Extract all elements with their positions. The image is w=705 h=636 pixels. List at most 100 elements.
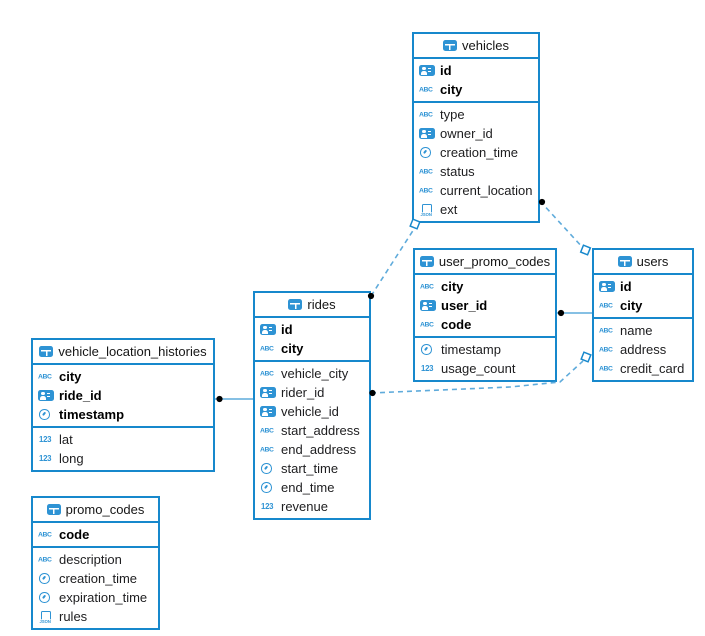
primary-key-section: code: [33, 523, 158, 546]
table-icon: [288, 299, 303, 310]
text-icon: [419, 185, 435, 197]
json-icon: [38, 610, 54, 623]
field-label: id: [281, 321, 293, 337]
field-label: address: [620, 341, 667, 357]
table-header[interactable]: users: [594, 250, 692, 275]
fields-section: timestamp usage_count: [415, 336, 555, 380]
field-row[interactable]: credit_card: [594, 359, 692, 378]
timestamp-icon: [38, 573, 54, 585]
field-row[interactable]: ext: [414, 200, 538, 219]
text-icon: [419, 84, 435, 96]
timestamp-icon: [38, 592, 54, 604]
primary-key-section: city user_id code: [415, 275, 555, 336]
field-row[interactable]: user_id: [415, 296, 555, 315]
timestamp-icon: [419, 147, 435, 159]
timestamp-icon: [260, 482, 276, 494]
field-row[interactable]: city: [594, 296, 692, 315]
user-id-icon: [419, 128, 435, 139]
field-row[interactable]: lat: [33, 430, 213, 449]
field-label: status: [440, 163, 475, 179]
field-label: ext: [440, 201, 458, 217]
relationship-dot-marker: [216, 395, 223, 403]
number-icon: [420, 363, 436, 375]
table-rides[interactable]: rides id city vehicle_city rider_id: [253, 291, 371, 520]
field-row[interactable]: start_address: [255, 421, 369, 440]
field-row[interactable]: city: [414, 80, 538, 99]
primary-key-section: id city: [414, 59, 538, 101]
field-row[interactable]: end_time: [255, 478, 369, 497]
field-label: vehicle_city: [281, 365, 349, 381]
text-icon: [420, 319, 436, 331]
field-label: lat: [59, 431, 73, 447]
field-row[interactable]: description: [33, 550, 158, 569]
field-row[interactable]: revenue: [255, 497, 369, 516]
field-row[interactable]: creation_time: [33, 569, 158, 588]
field-label: type: [440, 106, 465, 122]
field-row[interactable]: owner_id: [414, 124, 538, 143]
table-header[interactable]: vehicles: [414, 34, 538, 59]
field-row[interactable]: city: [415, 277, 555, 296]
field-row[interactable]: id: [594, 277, 692, 296]
text-icon: [260, 368, 276, 380]
relationship-dot-marker: [557, 309, 565, 317]
field-row[interactable]: type: [414, 105, 538, 124]
field-row[interactable]: code: [33, 525, 158, 544]
relationship-vehicles-users-line[interactable]: [538, 198, 592, 256]
relationship-vlh-rides-line[interactable]: [215, 395, 253, 403]
field-label: start_time: [281, 460, 339, 476]
text-icon: [260, 343, 276, 355]
field-row[interactable]: usage_count: [415, 359, 555, 378]
field-label: id: [440, 62, 452, 78]
table-users[interactable]: users id city name address credi: [592, 248, 694, 382]
text-icon: [419, 109, 435, 121]
field-row[interactable]: address: [594, 340, 692, 359]
table-vehicle-location-histories[interactable]: vehicle_location_histories city ride_id …: [31, 338, 215, 472]
field-row[interactable]: expiration_time: [33, 588, 158, 607]
field-row[interactable]: city: [33, 367, 213, 386]
table-icon: [443, 40, 458, 51]
field-row[interactable]: city: [255, 339, 369, 358]
field-row[interactable]: long: [33, 449, 213, 468]
field-label: city: [620, 297, 643, 313]
field-row[interactable]: current_location: [414, 181, 538, 200]
table-icon: [617, 256, 632, 267]
table-vehicles[interactable]: vehicles id city type owner_id c: [412, 32, 540, 223]
field-label: end_address: [281, 441, 357, 457]
table-promo-codes[interactable]: promo_codes code description creation_ti…: [31, 496, 160, 630]
field-row[interactable]: vehicle_city: [255, 364, 369, 383]
field-label: credit_card: [620, 360, 685, 376]
text-icon: [599, 363, 615, 375]
field-label: usage_count: [441, 360, 516, 376]
table-header[interactable]: vehicle_location_histories: [33, 340, 213, 365]
field-row[interactable]: timestamp: [33, 405, 213, 424]
field-row[interactable]: creation_time: [414, 143, 538, 162]
field-row[interactable]: name: [594, 321, 692, 340]
table-header[interactable]: rides: [255, 293, 369, 318]
relationship-upc-users-line[interactable]: [557, 309, 592, 317]
table-icon: [46, 504, 61, 515]
table-header[interactable]: user_promo_codes: [415, 250, 555, 275]
field-row[interactable]: end_address: [255, 440, 369, 459]
field-label: revenue: [281, 498, 328, 514]
field-row[interactable]: rider_id: [255, 383, 369, 402]
field-label: ride_id: [59, 387, 102, 403]
field-label: id: [620, 278, 632, 294]
text-icon: [420, 281, 436, 293]
field-row[interactable]: vehicle_id: [255, 402, 369, 421]
field-row[interactable]: status: [414, 162, 538, 181]
field-row[interactable]: id: [414, 61, 538, 80]
fields-section: lat long: [33, 426, 213, 470]
field-row[interactable]: id: [255, 320, 369, 339]
table-header[interactable]: promo_codes: [33, 498, 158, 523]
text-icon: [260, 444, 276, 456]
field-row[interactable]: start_time: [255, 459, 369, 478]
field-label: current_location: [440, 182, 533, 198]
table-user-promo-codes[interactable]: user_promo_codes city user_id code times…: [413, 248, 557, 382]
user-id-icon: [260, 406, 276, 417]
table-title: vehicles: [462, 38, 509, 53]
field-row[interactable]: ride_id: [33, 386, 213, 405]
field-row[interactable]: code: [415, 315, 555, 334]
field-row[interactable]: timestamp: [415, 340, 555, 359]
field-row[interactable]: rules: [33, 607, 158, 626]
